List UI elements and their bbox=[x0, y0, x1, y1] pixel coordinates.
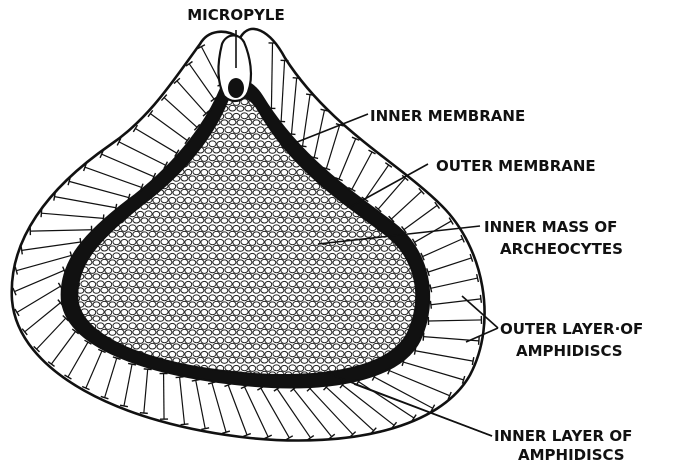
amphidisc-cap bbox=[480, 295, 481, 303]
amphidisc-cap bbox=[140, 413, 148, 414]
label-inner-layer-line2: AMPHIDISCS bbox=[518, 446, 625, 464]
label-outer-layer-line1: OUTER LAYER·OF bbox=[500, 320, 643, 338]
label-inner-mass-line1: INNER MASS OF bbox=[484, 218, 617, 236]
label-micropyle: MICROPYLE bbox=[187, 6, 284, 24]
label-outer-membrane: OUTER MEMBRANE bbox=[436, 157, 596, 175]
label-inner-mass-line2: ARCHEOCYTES bbox=[500, 240, 623, 258]
label-inner-layer-line1: INNER LAYER OF bbox=[494, 427, 632, 445]
label-outer-layer-line2: AMPHIDISCS bbox=[516, 342, 623, 360]
amphidisc-cap bbox=[430, 301, 431, 309]
label-inner-membrane: INNER MEMBRANE bbox=[370, 107, 525, 125]
micropyle-opening bbox=[228, 78, 244, 98]
amphidisc-cap bbox=[181, 424, 189, 425]
amphidisc-cap bbox=[479, 337, 480, 345]
amphidisc-cap bbox=[41, 209, 42, 217]
amphidisc-cap bbox=[293, 78, 301, 79]
